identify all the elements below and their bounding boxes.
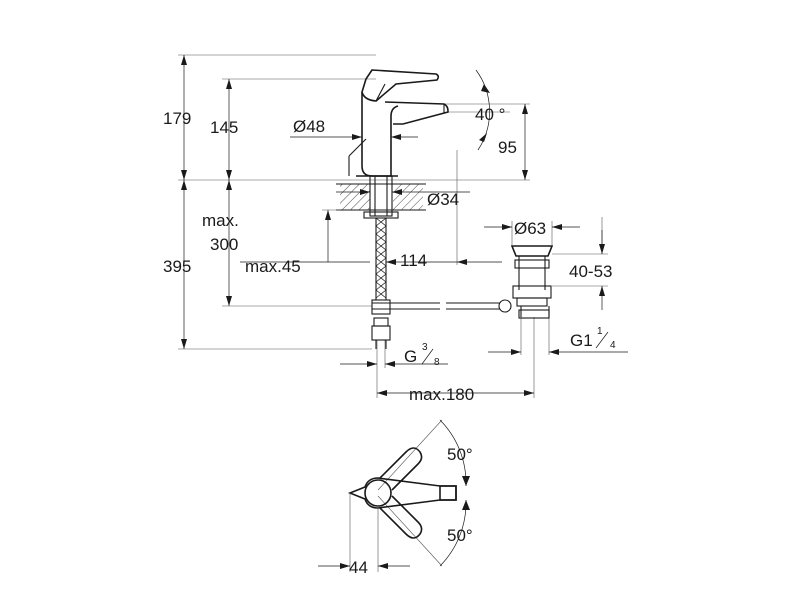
- dimension-max180-label: max.180: [409, 385, 474, 404]
- supply-hose: [363, 175, 399, 349]
- faucet-body: [348, 69, 449, 177]
- dimension-g3-8: [340, 361, 448, 367]
- dimension-d63: [484, 221, 580, 246]
- dimension-max-45: [240, 209, 370, 263]
- dimension-145: [226, 79, 232, 180]
- extension-lines: [178, 54, 603, 398]
- thread-g1-label: G1: [570, 331, 593, 350]
- dimension-179: [181, 55, 187, 180]
- dimension-max-300: [226, 180, 232, 306]
- dimension-d48-label: Ø48: [293, 117, 325, 136]
- thread-g38-label: G: [404, 347, 417, 366]
- thread-g38-fraction-bar: [421, 348, 434, 365]
- dimension-300-label: 300: [210, 235, 238, 254]
- dimension-g1-1-4: [488, 349, 628, 355]
- dimension-44-label: 44: [349, 558, 368, 577]
- dimension-114-label: 114: [400, 251, 427, 270]
- thread-g38-fraction-denominator: 8: [434, 357, 440, 368]
- dimension-d34-label: Ø34: [427, 190, 459, 209]
- dimension-40-degree: [448, 69, 510, 151]
- dimension-44: [318, 493, 410, 572]
- thread-g38-fraction-numerator: 3: [422, 342, 428, 353]
- dimension-50deg-bottom-label: 50°: [447, 526, 473, 545]
- dimension-d48: [290, 134, 418, 140]
- dimension-40deg-label: 40 °: [475, 105, 505, 124]
- thread-g1-fraction-bar: [595, 331, 609, 349]
- dimension-max-label: max.: [202, 211, 239, 230]
- dimension-50-degree-top: [439, 419, 470, 487]
- dimension-50-degree-bottom: [439, 499, 470, 567]
- dimension-114: [386, 259, 502, 265]
- dimension-395-label: 395: [163, 257, 191, 276]
- thread-g1-fraction-numerator: 1: [597, 326, 603, 337]
- dimension-max-180: [377, 390, 534, 396]
- dimension-395: [181, 180, 187, 349]
- dimension-d63-label: Ø63: [514, 219, 546, 238]
- dimension-max45-label: max.45: [245, 257, 301, 276]
- pop-up-waste: [372, 245, 554, 319]
- dimension-95: [522, 104, 528, 180]
- thread-g1-fraction-denominator: 4: [610, 340, 616, 351]
- dimension-50deg-top-label: 50°: [447, 445, 473, 464]
- dimension-179-label: 179: [163, 109, 191, 128]
- countertop-section: [336, 183, 426, 211]
- dimension-40-53: [552, 230, 608, 310]
- dimension-145-label: 145: [210, 118, 238, 137]
- dimension-95-label: 95: [498, 138, 517, 157]
- dimension-40-53-label: 40-53: [569, 262, 612, 281]
- plan-view: [347, 419, 457, 567]
- dimension-d34: [336, 189, 470, 195]
